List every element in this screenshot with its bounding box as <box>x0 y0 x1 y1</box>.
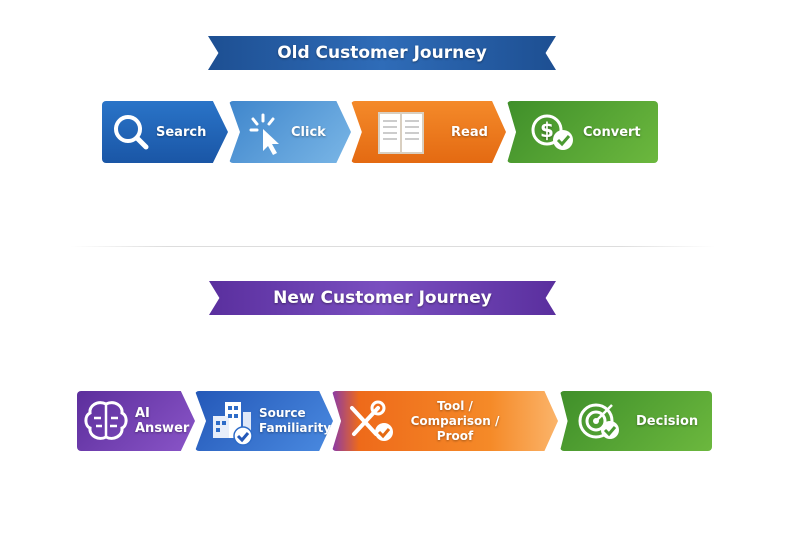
step-decision: Decision <box>560 391 712 451</box>
step-label: Convert <box>583 124 641 140</box>
tools-check-icon <box>350 400 393 441</box>
old-journey-title: Old Customer Journey <box>277 43 487 63</box>
target-check-icon <box>578 403 619 439</box>
brain-icon <box>84 401 128 440</box>
step-click: Click <box>229 101 351 163</box>
new-journey-banner: New Customer Journey <box>209 281 556 315</box>
new-journey-title: New Customer Journey <box>273 288 492 308</box>
old-journey-banner: Old Customer Journey <box>208 36 556 70</box>
step-read: Read <box>351 101 506 163</box>
step-label: Click <box>291 124 326 140</box>
svg-text:$: $ <box>540 118 554 142</box>
step-label: Tool / Comparison /Proof <box>410 398 500 443</box>
dollar-check-icon: $ <box>531 114 573 150</box>
step-search: Search <box>102 101 228 163</box>
open-book-icon <box>378 112 424 154</box>
step-label: Read <box>451 124 488 140</box>
magnifier-icon <box>114 115 149 150</box>
step-tool-comparison-proof: Tool / Comparison /Proof <box>332 391 558 451</box>
cursor-click-icon <box>249 113 279 155</box>
section-divider <box>70 246 715 247</box>
step-label: Search <box>156 124 207 140</box>
step-convert: $ Convert <box>507 101 658 163</box>
buildings-check-icon <box>213 402 253 446</box>
step-label: Decision <box>636 413 699 429</box>
